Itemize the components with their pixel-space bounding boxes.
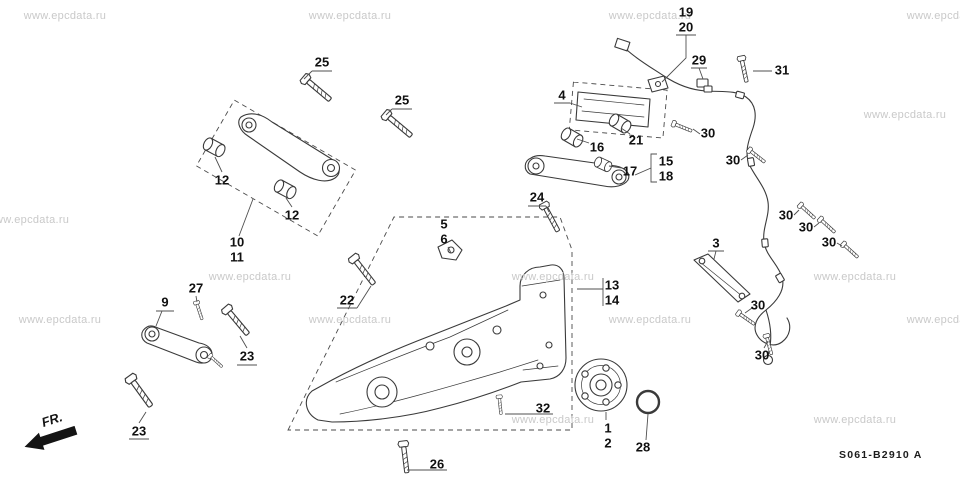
part-callout-29[interactable]: 29	[691, 52, 707, 68]
part-callout-12[interactable]: 12	[214, 172, 230, 188]
rear-lateral-link	[524, 155, 630, 188]
connector-29	[696, 78, 709, 88]
part-callout-22[interactable]: 22	[339, 292, 355, 308]
part-callout-30[interactable]: 30	[778, 207, 794, 223]
part-callout-20[interactable]: 20	[678, 19, 694, 35]
part-callout-11[interactable]: 11	[230, 249, 244, 265]
compensator-bracket	[575, 91, 651, 128]
part-callout-23[interactable]: 23	[131, 423, 147, 439]
part-callout-13[interactable]: 13	[604, 277, 620, 293]
abs-sensor-harness	[614, 37, 791, 366]
part-callout-30[interactable]: 30	[798, 219, 814, 235]
part-callout-4[interactable]: 4	[558, 87, 566, 103]
part-callout-32[interactable]: 32	[535, 400, 551, 416]
part-callout-23[interactable]: 23	[239, 348, 255, 364]
part-callout-19[interactable]: 19	[678, 4, 694, 20]
part-callout-17[interactable]: 17	[622, 163, 638, 179]
part-callout-25[interactable]: 25	[394, 92, 410, 108]
fr-direction-label: FR.	[40, 409, 65, 430]
part-callout-30[interactable]: 30	[700, 125, 716, 141]
part-callout-6[interactable]: 6	[440, 231, 448, 247]
part-callout-26[interactable]: 26	[429, 456, 445, 472]
callout-leader-lines	[129, 34, 843, 471]
rear-hub-unit	[574, 358, 628, 412]
diagram-part-code: S061-B2910 A	[839, 449, 923, 461]
part-callout-24[interactable]: 24	[529, 189, 545, 205]
part-callout-30[interactable]: 30	[754, 347, 770, 363]
part-callout-14[interactable]: 14	[604, 292, 620, 308]
part-callout-12[interactable]: 12	[284, 207, 300, 223]
o-ring-28	[635, 389, 661, 415]
part-callout-27[interactable]: 27	[188, 280, 204, 296]
part-callout-28[interactable]: 28	[635, 439, 651, 455]
fr-direction-arrow: FR.	[24, 409, 78, 450]
part-callout-30[interactable]: 30	[750, 297, 766, 313]
rear-upper-arm	[200, 113, 341, 201]
part-callout-1[interactable]: 1	[604, 420, 612, 436]
part-callout-18[interactable]: 18	[658, 168, 674, 184]
part-callout-3[interactable]: 3	[712, 235, 720, 251]
part-callout-2[interactable]: 2	[604, 435, 612, 451]
part-callout-30[interactable]: 30	[821, 234, 837, 250]
trailing-arm-assembly-box	[287, 216, 573, 431]
part-callout-30[interactable]: 30	[725, 152, 741, 168]
part-callout-25[interactable]: 25	[314, 54, 330, 70]
part-callout-31[interactable]: 31	[774, 62, 790, 78]
rear-trailing-arm	[305, 264, 567, 423]
part-callout-9[interactable]: 9	[161, 294, 169, 310]
rear-control-arm	[141, 325, 225, 370]
part-callout-5[interactable]: 5	[440, 216, 448, 232]
part-callout-15[interactable]: 15	[658, 153, 674, 169]
part-callout-10[interactable]: 10	[229, 234, 245, 250]
part-callout-21[interactable]: 21	[628, 132, 644, 148]
part-callout-16[interactable]: 16	[589, 139, 605, 155]
sensor-stay-bracket	[693, 253, 751, 303]
